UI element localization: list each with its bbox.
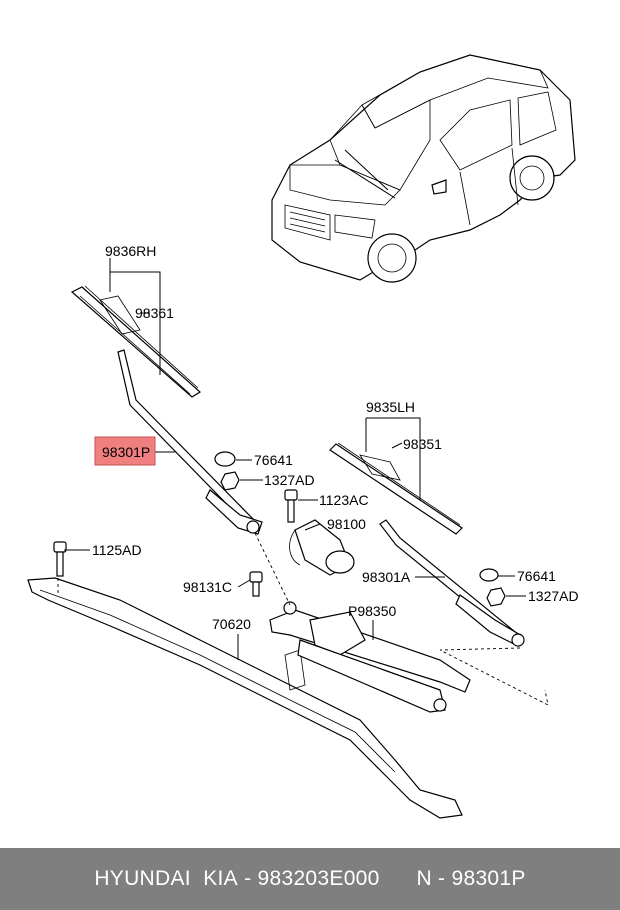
label-1125ad: 1125AD	[92, 542, 142, 558]
part-number-footer: HYUNDAI KIA - 983203E000 N - 98301P	[0, 848, 620, 910]
label-1327ad-right: 1327AD	[528, 588, 579, 604]
label-1123ac: 1123AC	[319, 492, 369, 508]
label-98301p: 98301P	[102, 444, 150, 460]
label-70620: 70620	[212, 616, 251, 632]
label-98351: 98351	[403, 436, 442, 452]
footer-separator: -	[237, 867, 258, 890]
bolt-1125ad	[53, 541, 67, 577]
label-76641-right: 76641	[517, 568, 556, 584]
label-98301a: 98301A	[362, 569, 411, 585]
label-98100: 98100	[327, 516, 366, 532]
label-98131c: 98131C	[183, 579, 232, 595]
bolt-1123ac	[284, 489, 298, 523]
part-labels: 9836RH 98361 98301P 76641 1327AD 1123AC …	[92, 243, 579, 632]
wiper-motor-98100	[289, 519, 355, 576]
wiper-arm-98301p	[117, 349, 263, 535]
footer-part-number: 983203E000	[257, 867, 380, 890]
wiper-blade-lh	[329, 442, 463, 535]
label-p98350: P98350	[348, 603, 396, 619]
footer-gap	[380, 867, 417, 891]
footer-brand: HYUNDAI KIA	[94, 867, 238, 890]
label-9835lh: 9835LH	[366, 399, 415, 415]
leader-lines	[64, 258, 526, 660]
highlight-98301p	[94, 436, 156, 466]
cap-nut-right	[479, 568, 506, 607]
bolt-98131c	[249, 571, 263, 597]
wiper-linkage-p98350	[269, 601, 471, 713]
label-98361: 98361	[135, 305, 174, 321]
label-9836rh: 9836RH	[105, 243, 156, 259]
vehicle-illustration	[271, 54, 576, 283]
label-76641-left: 76641	[254, 452, 293, 468]
wiper-arm-98301a	[379, 519, 525, 647]
cap-nut-left	[214, 451, 240, 491]
cowl-panel-70620	[27, 577, 463, 819]
footer-ref: N - 98301P	[416, 867, 526, 890]
wiper-blade-rh	[70, 285, 201, 398]
assembly-lines	[57, 532, 549, 706]
label-1327ad-left: 1327AD	[264, 472, 315, 488]
wiper-parts-diagram: 9836RH 98361 98301P 76641 1327AD 1123AC …	[27, 54, 579, 819]
